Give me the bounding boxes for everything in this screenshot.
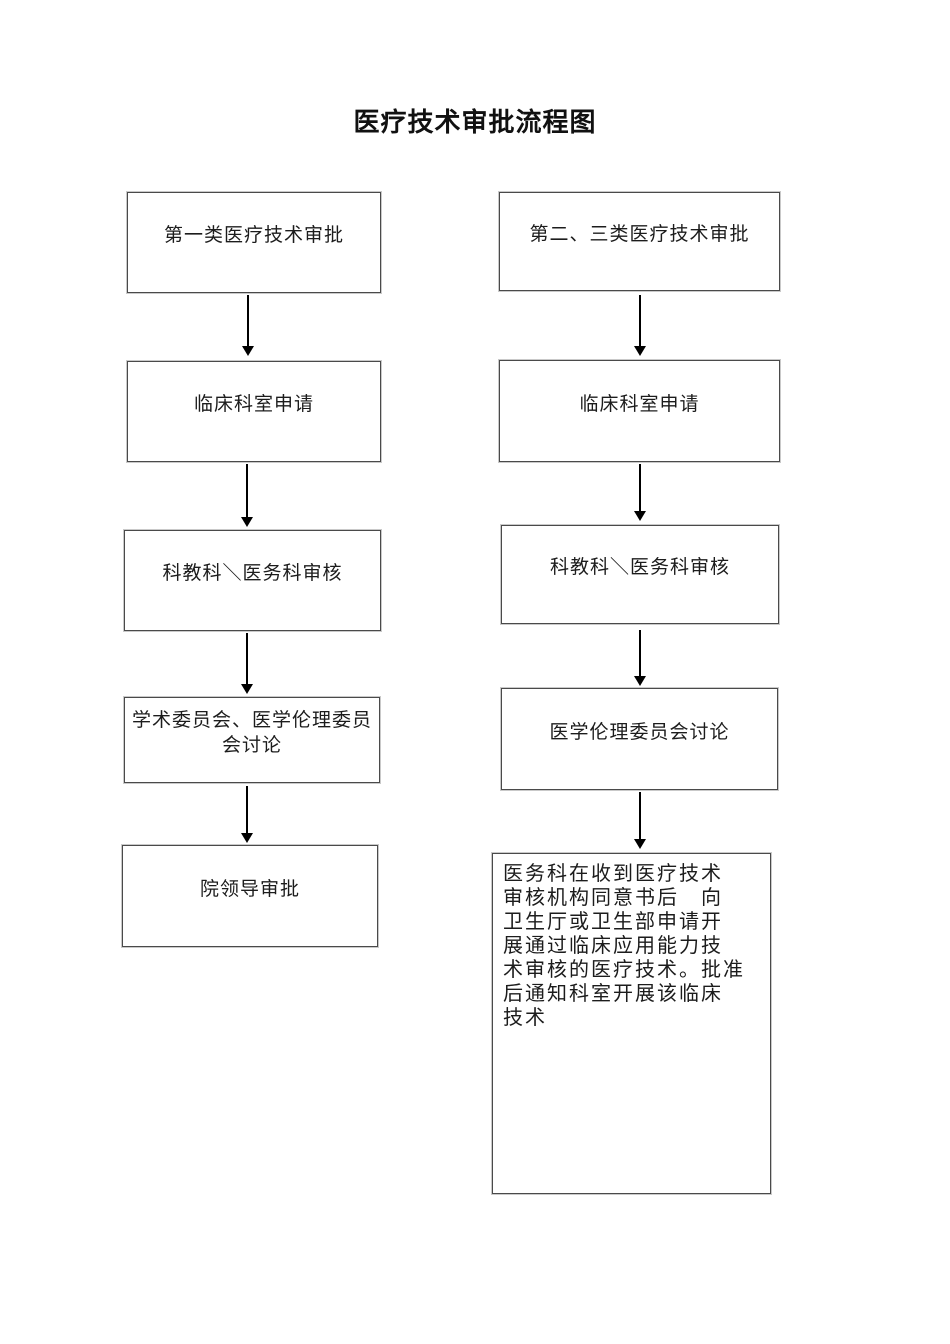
box-label: 科教科＼医务科审核 [549,557,730,578]
box-label: 第二、三类医疗技术审批 [529,224,750,245]
box-hospital-leader-approval: 院领导审批 [122,845,378,947]
arrow-down-icon [241,464,253,527]
box-label: 院领导审批 [199,878,300,900]
box-health-authority-application-note: 医务科在收到医疗技术 审核机构同意书后 向 卫生厅或卫生部申请开 展通过临床应用… [492,853,771,1194]
arrow-down-icon [634,295,646,356]
arrow-down-icon [241,786,253,843]
box-dept-review-right: 科教科＼医务科审核 [501,525,779,624]
box-clinical-dept-application-left: 临床科室申请 [127,361,381,462]
box-label: 学术委员会、医学伦理委员 会讨论 [131,710,372,756]
box-clinical-dept-application-right: 临床科室申请 [499,360,780,462]
box-label: 科教科＼医务科审核 [162,563,343,584]
box-label: 医学伦理委员会讨论 [549,721,730,743]
box-label: 临床科室申请 [579,393,700,415]
box-label: 第一类医疗技术审批 [163,225,344,246]
page-title: 医疗技术审批流程图 [353,108,597,137]
box-label: 临床科室申请 [193,394,314,415]
arrow-down-icon [242,295,254,356]
arrow-down-icon [634,464,646,521]
arrow-down-icon [241,633,253,694]
box-type23-medical-tech-approval: 第二、三类医疗技术审批 [499,192,780,291]
box-label: 医务科在收到医疗技术 审核机构同意书后 向 卫生厅或卫生部申请开 展通过临床应用… [503,863,745,1029]
arrow-down-icon [634,792,646,849]
arrow-down-icon [634,630,646,686]
box-ethics-committee-discussion: 医学伦理委员会讨论 [501,688,778,790]
box-academic-ethics-committee-discussion: 学术委员会、医学伦理委员 会讨论 [124,697,380,783]
box-type1-medical-tech-approval: 第一类医疗技术审批 [127,192,381,293]
box-dept-review-left: 科教科＼医务科审核 [124,530,381,631]
